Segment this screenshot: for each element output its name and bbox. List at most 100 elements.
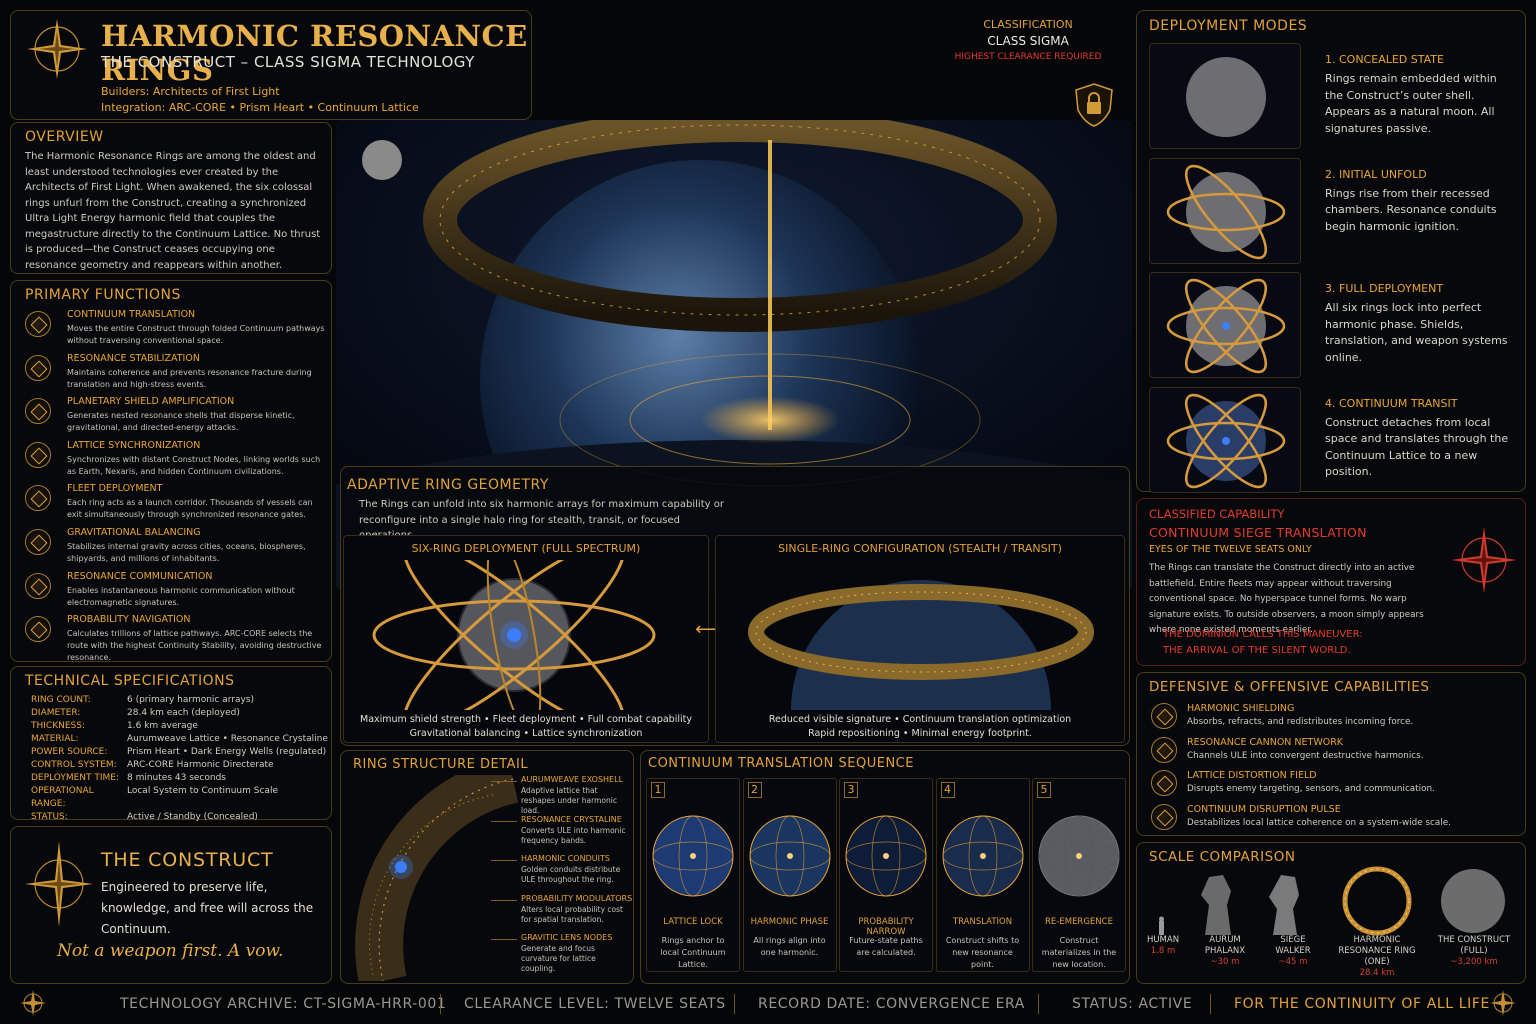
capabilities-panel: DEFENSIVE & OFFENSIVE CAPABILITIES HARMO… bbox=[1136, 672, 1526, 836]
single-ring-card: SINGLE-RING CONFIGURATION (STEALTH / TRA… bbox=[715, 535, 1125, 743]
page-subtitle: THE CONSTRUCT – CLASS SIGMA TECHNOLOGY bbox=[101, 53, 475, 71]
tech-specs-heading: TECHNICAL SPECIFICATIONS bbox=[25, 673, 235, 689]
deployment-mode-title: 4. CONTINUUM TRANSIT bbox=[1325, 396, 1458, 410]
scale-item: SIEGE WALKER~45 m bbox=[1263, 935, 1323, 968]
six-ring-illustration bbox=[372, 560, 656, 710]
spec-key: CONTROL SYSTEM: bbox=[31, 760, 117, 770]
step-number: 5 bbox=[1037, 782, 1051, 798]
overview-panel: OVERVIEW The Harmonic Resonance Rings ar… bbox=[10, 122, 332, 274]
callout-line bbox=[491, 820, 517, 822]
scale-item: AURUM PHALANX~30 m bbox=[1195, 935, 1255, 968]
structure-part-title: AURUMWEAVE EXOSHELL bbox=[521, 775, 624, 784]
spec-key: STATUS: bbox=[31, 812, 68, 822]
scale-heading: SCALE COMPARISON bbox=[1149, 849, 1296, 865]
spec-row: DEPLOYMENT TIME:8 minutes 43 seconds bbox=[31, 772, 328, 785]
scale-item: THE CONSTRUCT (FULL)~3,200 km bbox=[1429, 935, 1519, 968]
footer-divider bbox=[1038, 994, 1039, 1014]
scale-item-label: HUMAN bbox=[1146, 935, 1180, 945]
structure-part-desc: Alters local probability cost for spatia… bbox=[521, 904, 623, 924]
capability-icon bbox=[1151, 736, 1177, 763]
classified-title: CONTINUUM SIEGE TRANSLATION bbox=[1149, 525, 1367, 540]
function-title: CONTINUUM TRANSLATION bbox=[67, 309, 196, 320]
title-panel: HARMONIC RESONANCE RINGS THE CONSTRUCT –… bbox=[10, 10, 532, 120]
single-ring-title: SINGLE-RING CONFIGURATION (STEALTH / TRA… bbox=[778, 542, 1062, 555]
function-icon bbox=[25, 398, 51, 425]
structure-part-desc: Generate and focus curvature for lattice… bbox=[521, 944, 596, 973]
step-number: 1 bbox=[651, 782, 665, 798]
scale-item-value: ~30 m bbox=[1210, 957, 1240, 967]
footer-clearance: CLEARANCE LEVEL: TWELVE SEATS bbox=[464, 996, 726, 1012]
footer-record-date: RECORD DATE: CONVERGENCE ERA bbox=[758, 996, 1025, 1012]
spec-row: DIAMETER: 28.4 km each (deployed) bbox=[31, 707, 328, 720]
function-desc: Maintains coherence and prevents resonan… bbox=[67, 367, 312, 389]
footer-archive: TECHNOLOGY ARCHIVE: CT-SIGMA-HRR-001 bbox=[120, 996, 447, 1012]
spec-row: MATERIAL:Aurumweave Lattice • Resonance … bbox=[31, 733, 328, 746]
construct-motto: Not a weapon first. A vow. bbox=[57, 941, 284, 961]
single-ring-caption-2: Rapid repositioning • Minimal energy foo… bbox=[808, 728, 1032, 739]
deployment-mode-desc: Rings rise from their recessed chambers.… bbox=[1325, 186, 1497, 233]
ring-structure-panel: RING STRUCTURE DETAIL AURUMWEAVE EXOSHEL… bbox=[340, 750, 634, 984]
function-icon bbox=[25, 311, 51, 337]
adaptive-heading: ADAPTIVE RING GEOMETRY bbox=[347, 477, 549, 493]
construct-heading: THE CONSTRUCT bbox=[101, 849, 274, 871]
capability-icon bbox=[1151, 803, 1177, 830]
function-title: FLEET DEPLOYMENT bbox=[67, 483, 163, 495]
six-ring-card: SIX-RING DEPLOYMENT (FULL SPECTRUM) Maxi… bbox=[343, 535, 709, 743]
step-title: HARMONIC PHASE bbox=[750, 917, 829, 927]
spec-value: 28.4 km each (deployed) bbox=[127, 708, 240, 718]
sequence-step-illustration bbox=[652, 815, 734, 897]
spec-row: CONTROL SYSTEM:ARC-CORE Harmonic Directe… bbox=[31, 759, 328, 772]
spec-row: THICKNESS:1.6 km average bbox=[31, 720, 328, 733]
step-desc: Future-state paths are calculated. bbox=[849, 936, 923, 957]
structure-part-title: RESONANCE CRYSTALINE bbox=[521, 814, 622, 824]
function-title: RESONANCE COMMUNICATION bbox=[67, 570, 213, 582]
step-desc: Construct materializes in the new locati… bbox=[1041, 936, 1117, 969]
callout-line bbox=[491, 781, 517, 782]
classified-quote-1: THE DOMINION CALLS THIS MANEUVER: bbox=[1163, 629, 1363, 640]
scale-item-value: ~45 m bbox=[1278, 957, 1308, 967]
step-number: 3 bbox=[844, 782, 858, 798]
page-title: HARMONIC RESONANCE RINGS bbox=[101, 19, 528, 87]
deployment-mode-desc: Rings remain embedded within the Constru… bbox=[1325, 72, 1497, 135]
six-ring-caption-2: Gravitational balancing • Lattice synchr… bbox=[409, 728, 643, 739]
lock-icon bbox=[1075, 83, 1113, 127]
callout-line bbox=[491, 899, 517, 901]
single-ring-illustration bbox=[748, 580, 1094, 710]
six-ring-title: SIX-RING DEPLOYMENT (FULL SPECTRUM) bbox=[411, 542, 641, 555]
spec-key: THICKNESS: bbox=[31, 721, 85, 731]
compass-star-icon bbox=[27, 19, 87, 79]
six-ring-caption-1: Maximum shield strength • Fleet deployme… bbox=[360, 714, 692, 725]
deployment-mode-title: 3. FULL DEPLOYMENT bbox=[1325, 282, 1444, 295]
classified-eyes: EYES OF THE TWELVE SEATS ONLY bbox=[1149, 544, 1312, 555]
capability-icon bbox=[1151, 770, 1177, 796]
sequence-step-illustration bbox=[749, 815, 830, 897]
clearance-label: HIGHEST CLEARANCE REQUIRED bbox=[954, 52, 1102, 62]
builders-line: Builders: Architects of First Light bbox=[101, 85, 280, 98]
spec-value: 6 (primary harmonic arrays) bbox=[127, 695, 255, 705]
moon-icon bbox=[1186, 57, 1266, 137]
scale-item-label: THE CONSTRUCT (FULL) bbox=[1437, 935, 1511, 956]
spec-row: POWER SOURCE:Prism Heart • Dark Energy W… bbox=[31, 746, 328, 759]
structure-part-desc: Adaptive lattice that reshapes under har… bbox=[521, 786, 617, 815]
sequence-heading: CONTINUUM TRANSLATION SEQUENCE bbox=[648, 756, 914, 771]
overview-text: The Harmonic Resonance Rings are among t… bbox=[25, 151, 321, 271]
step-number: 4 bbox=[940, 782, 955, 798]
function-desc: Synchronizes with distant Construct Node… bbox=[67, 454, 321, 476]
function-desc: Enables instantaneous harmonic communica… bbox=[67, 585, 295, 607]
function-title: PLANETARY SHIELD AMPLIFICATION bbox=[67, 396, 235, 408]
function-desc: Calculates trillions of lattice pathways… bbox=[67, 629, 322, 663]
step-title: RE-EMERGENCE bbox=[1045, 917, 1113, 927]
capability-desc: Destabilizes local lattice coherence on … bbox=[1187, 817, 1451, 828]
function-icon bbox=[25, 354, 51, 381]
spec-row: RING COUNT:6 (primary harmonic arrays) bbox=[31, 694, 328, 707]
moon-icon bbox=[1166, 393, 1286, 488]
function-desc: Stabilizes internal gravity across citie… bbox=[67, 542, 306, 563]
single-ring-caption-1: Reduced visible signature • Continuum tr… bbox=[768, 714, 1072, 725]
compass-star-icon bbox=[25, 841, 93, 927]
spec-key: DIAMETER: bbox=[31, 708, 81, 718]
